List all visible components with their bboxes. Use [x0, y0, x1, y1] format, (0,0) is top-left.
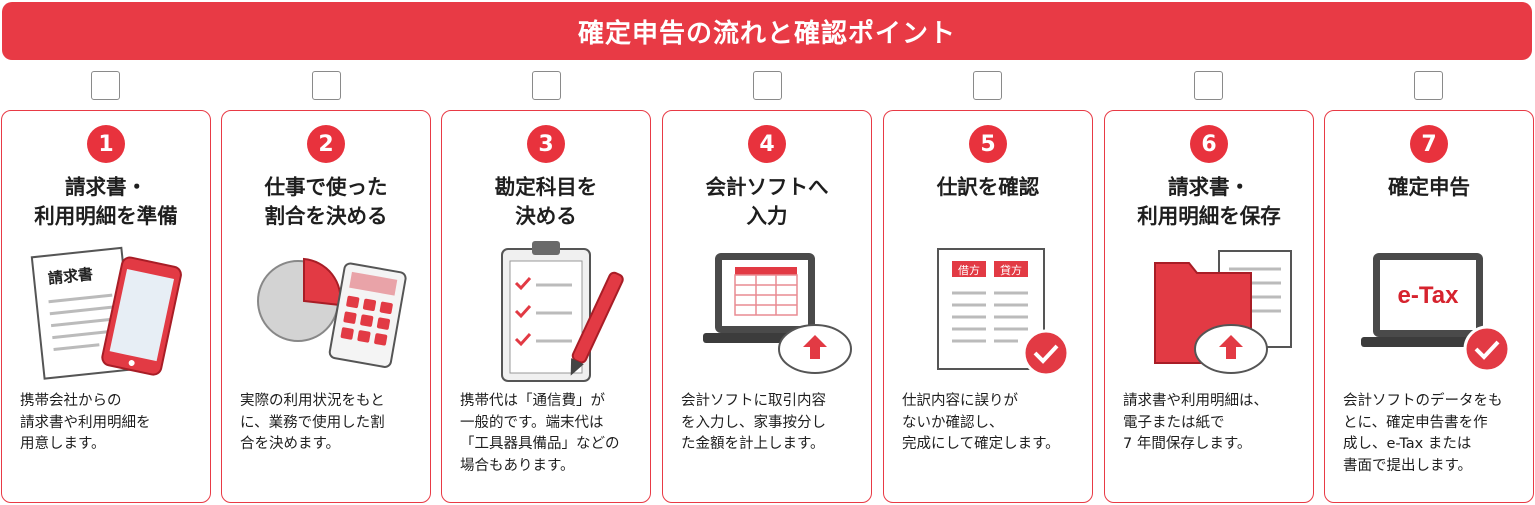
- step-1-checkbox[interactable]: [91, 71, 120, 100]
- step-number-badge: 5: [969, 125, 1007, 163]
- step-title: 会計ソフトへ 入力: [705, 175, 829, 228]
- step-6-checkbox[interactable]: [1194, 71, 1223, 100]
- step-description: 実際の利用状況をもと に、業務で使用した割 合を決めます。: [240, 393, 385, 452]
- step-description: 請求書や利用明細は、 電子または紙で 7 年間保存します。: [1123, 393, 1268, 452]
- step-7-checkbox[interactable]: [1414, 71, 1443, 100]
- step-4-checkbox[interactable]: [753, 71, 782, 100]
- step-card-5: 5 仕訳を確認 借方 貸方 仕訳内容に誤りが ないか確認し、 完成にして確定しま…: [883, 110, 1093, 503]
- svg-text:借方: 借方: [958, 263, 980, 277]
- svg-text:請求書: 請求書: [47, 265, 94, 288]
- step-title: 仕事で使った 割合を決める: [264, 175, 388, 228]
- page-banner: 確定申告の流れと確認ポイント: [2, 2, 1532, 60]
- clipboard-checklist-pen-icon: [442, 239, 650, 389]
- laptop-etax-check-icon: e-Tax: [1325, 239, 1533, 389]
- step-card-4: 4 会計ソフトへ 入力 会計ソフトに取引内容 を入力し、家事按分し た金額を計上…: [662, 110, 872, 503]
- step-title: 請求書・ 利用明細を保存: [1137, 175, 1281, 228]
- step-number-badge: 2: [307, 125, 345, 163]
- step-description: 携帯会社からの 請求書や利用明細を 用意します。: [20, 393, 151, 452]
- ledger-checkmark-icon: 借方 貸方: [884, 239, 1092, 389]
- step-title: 確定申告: [1388, 175, 1470, 199]
- step-description: 仕訳内容に誤りが ないか確認し、 完成にして確定します。: [902, 393, 1060, 452]
- step-card-7: 7 確定申告 e-Tax 会計ソフトのデータをも とに、確定申告書を作 成し、e…: [1324, 110, 1534, 503]
- svg-text:e-Tax: e-Tax: [1398, 282, 1460, 309]
- banner-title: 確定申告の流れと確認ポイント: [577, 18, 956, 49]
- step-number-badge: 7: [1410, 125, 1448, 163]
- pie-chart-calculator-icon: [222, 239, 430, 389]
- step-number-badge: 3: [527, 125, 565, 163]
- step-title: 請求書・ 利用明細を準備: [34, 175, 178, 228]
- step-card-1: 1 請求書・ 利用明細を準備 請求書 携帯会社からの 請求書や利用明細を 用: [1, 110, 211, 503]
- step-card-3: 3 勘定科目を 決める 携帯代は「通信費」が 一般的です。端末代は 「工具器具備…: [441, 110, 651, 503]
- step-number-badge: 6: [1190, 125, 1228, 163]
- step-description: 携帯代は「通信費」が 一般的です。端末代は 「工具器具備品」などの 場合もありま…: [460, 393, 620, 474]
- folder-cloud-upload-icon: [1105, 239, 1313, 389]
- step-2-checkbox[interactable]: [312, 71, 341, 100]
- step-number-badge: 4: [748, 125, 786, 163]
- invoice-and-phone-icon: 請求書: [2, 239, 210, 389]
- svg-text:貸方: 貸方: [1000, 263, 1022, 277]
- step-description: 会計ソフトのデータをも とに、確定申告書を作 成し、e-Tax または 書面で提…: [1343, 393, 1503, 474]
- step-card-6: 6 請求書・ 利用明細を保存 請求書や利用明細は、 電子または紙で 7 年間保存…: [1104, 110, 1314, 503]
- laptop-cloud-upload-icon: [663, 239, 871, 389]
- step-title: 勘定科目を 決める: [494, 175, 598, 228]
- step-card-2: 2 仕事で使った 割合を決める 実際の利用状況をもと に、業務で使用した割 合を…: [221, 110, 431, 503]
- step-number-badge: 1: [87, 125, 125, 163]
- step-title: 仕訳を確認: [936, 175, 1040, 199]
- step-description: 会計ソフトに取引内容 を入力し、家事按分し た金額を計上します。: [681, 393, 826, 452]
- step-5-checkbox[interactable]: [973, 71, 1002, 100]
- step-3-checkbox[interactable]: [532, 71, 561, 100]
